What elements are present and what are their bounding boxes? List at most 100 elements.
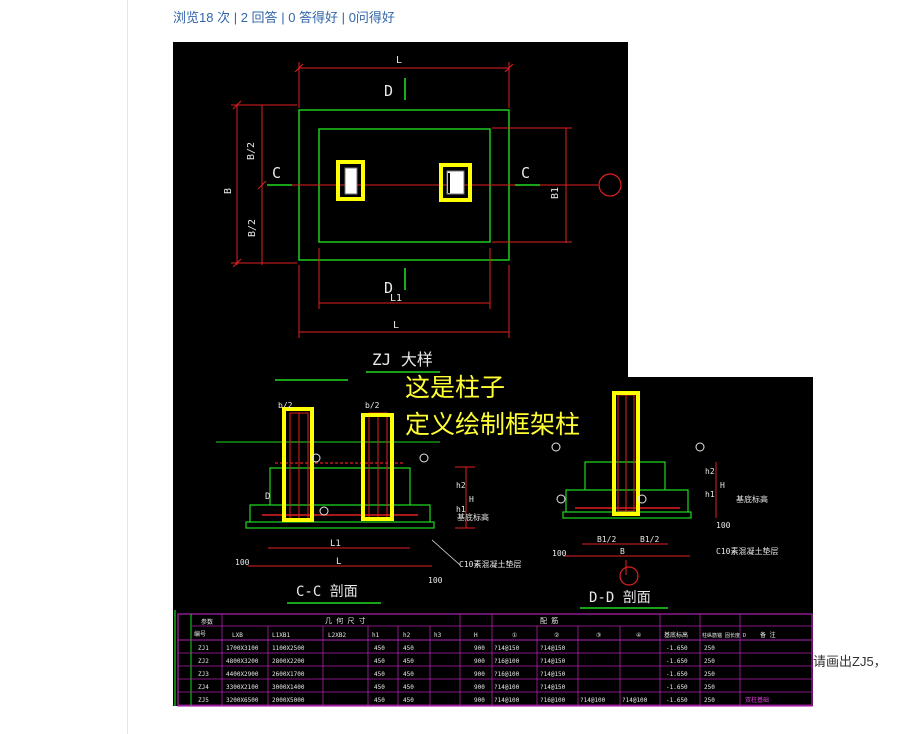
axis-bubble <box>598 173 622 197</box>
table-cell: 900 <box>474 671 485 678</box>
table-cell: 450 <box>403 645 414 652</box>
table-columns <box>221 614 741 706</box>
table-cell: -1.650 <box>666 697 688 704</box>
column-highlight-left <box>336 160 365 201</box>
section-mark-d-top: D <box>384 82 393 100</box>
table-header-cell: H <box>474 632 478 639</box>
table-header-cell: LXB <box>232 632 243 639</box>
table-cell: ?14@150 <box>540 658 566 665</box>
good-answers-count[interactable]: 0 答得好 <box>288 10 339 25</box>
table-header-cell: 柱纵筋锚 固长度 D <box>702 632 746 639</box>
drawing-background-main <box>173 42 628 706</box>
table-header-rebar: 配 筋 <box>540 616 558 625</box>
table-cell: 250 <box>704 697 715 704</box>
label-L1: L1 <box>330 539 341 549</box>
answers-count[interactable]: 2 回答 <box>240 10 278 25</box>
table-header-id: 编号 <box>194 630 206 638</box>
label-h1: h1 <box>456 505 466 514</box>
label-h2: h2 <box>456 481 466 490</box>
label-h1: h1 <box>705 490 715 499</box>
table-cell: 450 <box>374 658 385 665</box>
label-100: 100 <box>235 558 250 567</box>
label-L: L <box>336 557 341 567</box>
table-header-cell: 基底标高 <box>664 631 688 639</box>
column-highlight-cc-left <box>282 407 314 522</box>
label-B: B <box>620 547 625 556</box>
plan-title: ZJ 大样 <box>372 350 433 369</box>
table-cell: ZJ4 <box>198 684 209 691</box>
column-left <box>344 167 358 195</box>
label-h2: h2 <box>705 467 715 476</box>
separator: | <box>341 10 346 25</box>
table-cell: 4400X2900 <box>226 671 259 678</box>
question-stats: 浏览18 次 | 2 回答 | 0 答得好 | 0问得好 <box>173 7 395 26</box>
table-cell: 3000X1400 <box>272 684 305 691</box>
table-header-cell: 备 注 <box>760 631 776 639</box>
table-header-params: 参数 <box>201 618 213 626</box>
content-divider <box>127 0 128 734</box>
views-count[interactable]: 浏览18 次 <box>173 10 231 25</box>
table-cell: 2800X2200 <box>272 658 305 665</box>
section-mark-c-right: C <box>521 164 530 182</box>
table-cell: 双柱基础 <box>745 696 769 704</box>
table-cell: 250 <box>704 658 715 665</box>
table-cell: ?14@150 <box>540 684 566 691</box>
label-B1-half: B1/2 <box>640 535 659 544</box>
section-mark-d-bottom: D <box>384 279 393 297</box>
table-header-geometry: 几 何 尺 寸 <box>325 616 366 625</box>
good-questions-count[interactable]: 0问得好 <box>348 10 395 25</box>
dim-B-half-top: B/2 <box>246 142 257 160</box>
dim-B: B <box>223 188 234 194</box>
table-cell: 900 <box>474 697 485 704</box>
table-cell: 900 <box>474 684 485 691</box>
drawing-background-right <box>628 377 813 706</box>
table-cell: ?14@150 <box>494 645 520 652</box>
label-base-elevation: 基底标高 <box>457 512 489 522</box>
label-100: 100 <box>552 549 567 558</box>
table-cell: -1.650 <box>666 671 688 678</box>
table-cell: ?16@100 <box>540 697 566 704</box>
table-cell: 3200X6500 <box>226 697 259 704</box>
table-cell: 250 <box>704 684 715 691</box>
table-cell: ?14@150 <box>540 645 566 652</box>
column-highlight-right <box>439 163 472 202</box>
table-cell: 450 <box>374 671 385 678</box>
table-cell: 900 <box>474 645 485 652</box>
label-D: D <box>265 492 270 502</box>
table-cell: 450 <box>403 697 414 704</box>
label-b-half: b/2 <box>365 401 380 410</box>
table-cell: 1700X3100 <box>226 645 259 652</box>
table-cell: 4800X3200 <box>226 658 259 665</box>
question-text-fragment: 请画出ZJ5， <box>813 654 887 669</box>
table-cell: ?14@150 <box>540 671 566 678</box>
table-cell: ?14@100 <box>622 697 648 704</box>
table-cell: ZJ1 <box>198 645 209 652</box>
table-header-cell: L1XB1 <box>272 632 290 639</box>
table-cell: ?14@100 <box>494 684 520 691</box>
column-highlight-dd <box>612 391 640 516</box>
dim-L1: L1 <box>390 293 402 304</box>
dim-L-top: L <box>396 55 402 66</box>
table-header-cell: ③ <box>596 632 601 639</box>
table-cell: ZJ3 <box>198 671 209 678</box>
label-c10-cushion: C10素混凝土垫层 <box>716 546 778 556</box>
table-header-cell: h2 <box>403 632 411 639</box>
label-B1-half: B1/2 <box>597 535 616 544</box>
table-header-cell: h3 <box>434 632 442 639</box>
table-cell: -1.650 <box>666 658 688 665</box>
separator: | <box>281 10 285 25</box>
table-cell: ?14@100 <box>580 697 606 704</box>
dim-L-bottom: L <box>393 320 399 331</box>
table-cell: -1.650 <box>666 645 688 652</box>
table-header-cell: L2XB2 <box>328 632 346 639</box>
section-dd: h2 h1 H 100 B1/2 B1/2 B 100 基底标高 C10素混凝土… <box>551 391 778 609</box>
label-H: H <box>469 495 474 504</box>
table-cell: 450 <box>403 671 414 678</box>
table-cell: 450 <box>403 684 414 691</box>
table-cell: 450 <box>374 697 385 704</box>
dim-B-half-bottom: B/2 <box>247 219 258 237</box>
annotation-line-1: 这是柱子 <box>405 373 505 402</box>
table-cell: ?16@100 <box>494 671 520 678</box>
